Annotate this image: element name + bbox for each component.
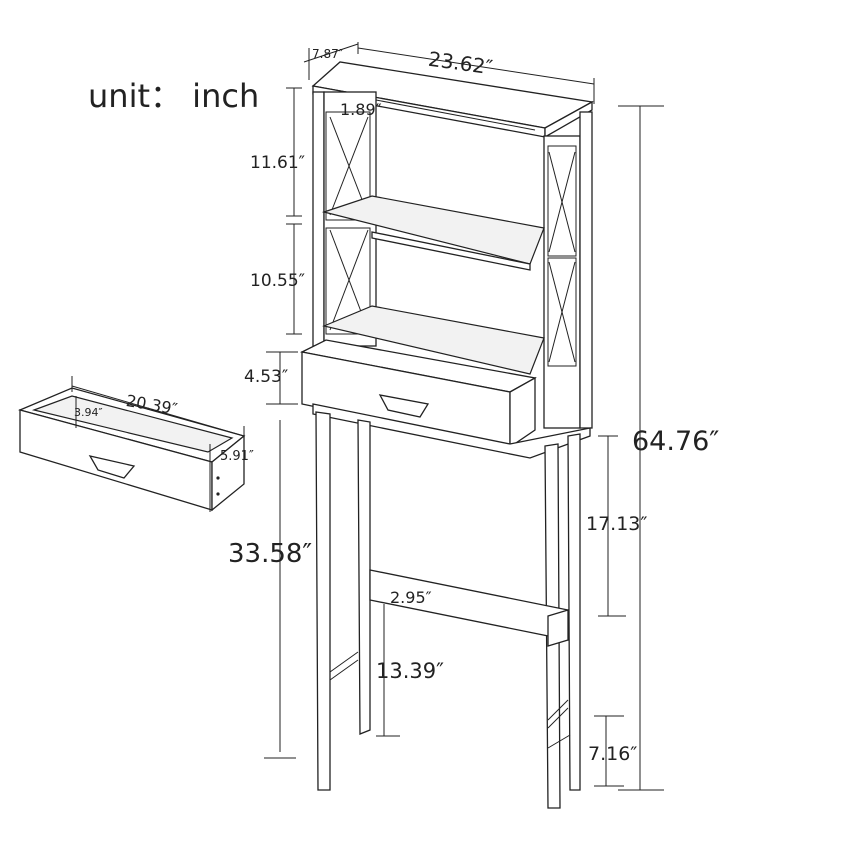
- label-depth: 7.87″: [312, 47, 344, 61]
- label-crossbar-to-floor: 13.39″: [376, 659, 444, 683]
- leg-back-left: [357, 419, 371, 735]
- label-drawer-inner-depth: 3.94″: [74, 406, 103, 419]
- label-width: 23.62″: [427, 47, 494, 80]
- right-post: [579, 111, 593, 429]
- right-side-panel: [543, 135, 581, 429]
- label-drawer-height: 4.53″: [244, 367, 288, 387]
- unit-label: unit： inch: [88, 77, 259, 115]
- leg-back-right: [567, 433, 581, 791]
- drawer-handle-detail: [88, 455, 136, 479]
- label-middle-section: 10.55″: [250, 271, 305, 291]
- label-upper-section: 11.61″: [250, 153, 305, 173]
- shelf-unit: [299, 61, 594, 809]
- label-shelf-gap-top: 1.89″: [340, 100, 382, 119]
- label-side-lower-section: 17.13″: [586, 513, 648, 535]
- shelf-top: [321, 195, 545, 265]
- label-leg-bottom: 7.16″: [588, 743, 637, 765]
- shelf-middle: [322, 305, 545, 375]
- dimension-lines: [71, 42, 664, 791]
- label-total-height: 64.76″: [632, 426, 719, 457]
- leg-front-left: [315, 411, 331, 791]
- label-leg-height: 33.58″: [228, 539, 312, 569]
- left-post: [312, 91, 325, 347]
- label-drawer-depth: 5.91″: [220, 449, 254, 464]
- drawer-handle: [378, 394, 430, 418]
- label-crossbar-height: 2.95″: [390, 588, 432, 607]
